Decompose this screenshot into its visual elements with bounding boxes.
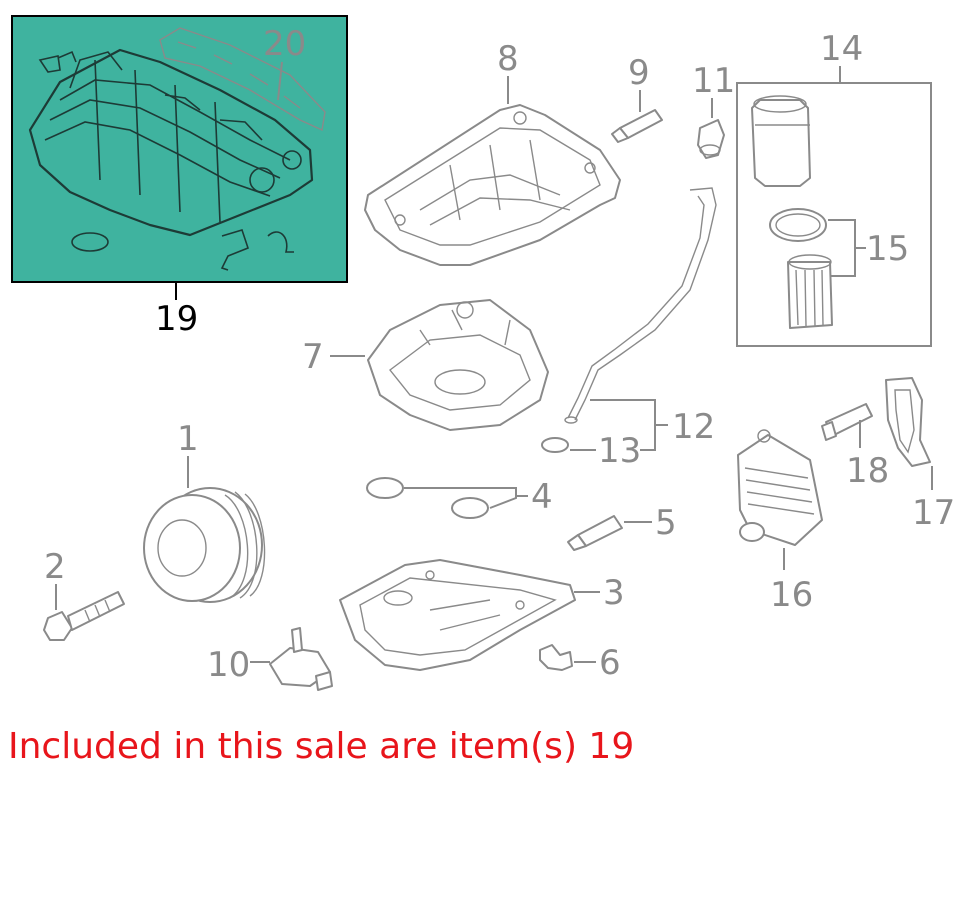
callout-7: 7 xyxy=(302,337,324,377)
callout-4: 4 xyxy=(531,477,553,517)
callout-20: 20 xyxy=(263,24,306,64)
part-4-seal-b xyxy=(451,497,489,519)
part-1-pulley xyxy=(143,487,266,603)
callout-13: 13 xyxy=(598,431,641,471)
part-4-seal-a xyxy=(366,477,404,499)
callout-3: 3 xyxy=(603,573,625,613)
part-16-oil-cooler xyxy=(737,429,823,546)
part-oil-filter-housing xyxy=(751,95,811,187)
part-18-bolt xyxy=(821,403,873,441)
part-15-filter-element xyxy=(787,254,833,329)
part-5-sealant xyxy=(567,515,623,551)
leader-15 xyxy=(828,219,856,277)
callout-11: 11 xyxy=(692,61,735,101)
part-13-oring xyxy=(541,437,569,453)
callout-14: 14 xyxy=(820,29,863,69)
callout-17: 17 xyxy=(912,493,955,533)
part-17-gasket xyxy=(885,377,931,467)
callout-18: 18 xyxy=(846,451,889,491)
part-7-baffle xyxy=(367,299,549,431)
part-11-cap xyxy=(697,119,725,159)
callout-8: 8 xyxy=(497,39,519,79)
callout-6: 6 xyxy=(599,643,621,683)
callout-1: 1 xyxy=(177,419,199,459)
callout-2: 2 xyxy=(44,547,66,587)
callout-5: 5 xyxy=(655,503,677,543)
highlighted-part-box[interactable] xyxy=(11,15,348,283)
part-3-oil-pan xyxy=(339,559,576,671)
callout-12: 12 xyxy=(672,407,715,447)
part-10-sensor xyxy=(269,627,333,691)
part-6-drain-plug xyxy=(539,644,573,671)
sale-note: Included in this sale are item(s) 19 xyxy=(8,726,635,767)
callout-16: 16 xyxy=(770,575,813,615)
leader-20 xyxy=(277,61,283,101)
callout-15: 15 xyxy=(866,229,909,269)
part-15-oring-inner xyxy=(775,213,821,237)
callout-10: 10 xyxy=(207,645,250,685)
part-9-sealant xyxy=(611,109,663,143)
part-8-housing xyxy=(364,104,621,266)
callout-9: 9 xyxy=(628,53,650,93)
kit-14-box xyxy=(736,82,932,347)
part-2-bolt xyxy=(43,591,125,641)
part-12-dipstick-tube xyxy=(564,187,717,424)
callout-19: 19 xyxy=(155,299,198,339)
leader-4 xyxy=(404,487,517,509)
